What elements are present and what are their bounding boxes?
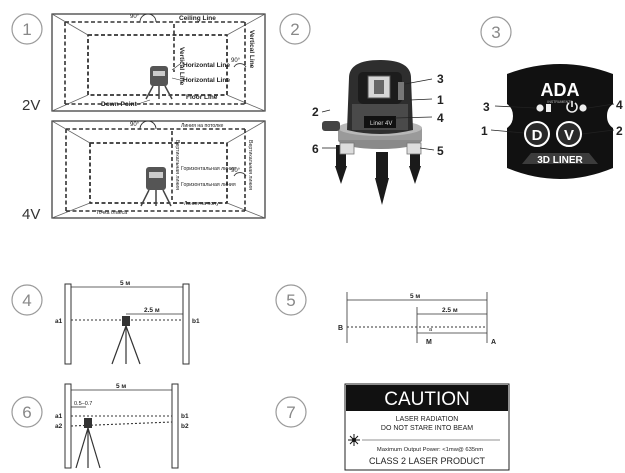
mark-b1: b1 xyxy=(181,413,189,420)
offset-label: a xyxy=(429,327,433,333)
point-a-label: A xyxy=(491,339,496,346)
near-wall-test-diagram: 5 м 0.5–0.7 a1 a2 b1 b2 xyxy=(55,383,189,469)
panel-1-marker: 1 xyxy=(11,13,43,45)
callout-3: 3 xyxy=(483,100,490,114)
ceiling-line-label: Ceiling Line xyxy=(179,15,216,22)
callout-4: 4 xyxy=(437,111,444,125)
vertical-line-label: Vertical Line xyxy=(178,47,185,86)
measurement-diagram: 5 м 2.5 м a B M A xyxy=(338,292,496,346)
half-distance-label: 2.5 м xyxy=(144,307,160,314)
panel-number: 2 xyxy=(290,20,299,39)
callout-2: 2 xyxy=(616,124,623,138)
mark-b2: b2 xyxy=(181,423,189,430)
point-m-label: M xyxy=(426,339,432,346)
floor-line-label: Линия на полу xyxy=(184,201,219,207)
callout-4: 4 xyxy=(616,98,623,112)
battery-indicator xyxy=(546,104,551,112)
horizontal-line-label: Horizontal Line xyxy=(183,62,230,69)
distance-label: 5 м xyxy=(120,280,130,287)
callout-2: 2 xyxy=(312,105,319,119)
laser-burst-icon xyxy=(348,434,360,446)
panel-number: 6 xyxy=(22,403,31,422)
panel-number: 5 xyxy=(286,291,295,310)
angle-label: 90° xyxy=(130,122,140,128)
caution-label: CAUTION LASER RADIATION DO NOT STARE INT… xyxy=(344,383,510,471)
offset-range-label: 0.5–0.7 xyxy=(74,401,92,407)
vertical-line-label: Vertical Line xyxy=(248,30,255,69)
device-model-label: Liner 4V xyxy=(370,121,392,127)
d-button[interactable]: D xyxy=(524,121,550,147)
laser-level-sketch xyxy=(145,66,173,100)
caution-line-2: DO NOT STARE INTO BEAM xyxy=(381,425,473,432)
down-point-label: Down Point xyxy=(101,101,138,108)
floor-line-label: Floor Line xyxy=(186,94,218,101)
mark-a1: a1 xyxy=(55,413,63,420)
panel-7-marker: 7 xyxy=(275,396,307,428)
mode-label-2v: 2V xyxy=(22,97,40,114)
horizontal-line-label: Горизонтальная линия xyxy=(181,182,236,188)
keypad-model-label: 3D LINER xyxy=(537,155,583,166)
distance-label: 5 м xyxy=(116,383,126,390)
brand-subtitle: INSTRUMENTS xyxy=(547,100,573,104)
laser-level-device: Liner 4V xyxy=(322,60,422,205)
panel-5-marker: 5 xyxy=(275,284,307,316)
brand-logo: ADA xyxy=(541,80,580,100)
mark-b1: b1 xyxy=(192,318,200,325)
callout-6: 6 xyxy=(312,142,319,156)
power-icon xyxy=(566,102,578,113)
keypad-callouts: 3 4 1 2 xyxy=(481,98,623,138)
angle-label: 90° xyxy=(231,168,241,174)
room-diagram-4v: 90° 90° Линия на потолке Вертикальная ли… xyxy=(51,120,266,219)
callout-1: 1 xyxy=(437,93,444,107)
ceiling-line-label: Линия на потолке xyxy=(181,123,224,129)
panel-4-marker: 4 xyxy=(11,284,43,316)
point-b-label: B xyxy=(338,325,343,332)
vertical-line-label: Вертикальная линия xyxy=(247,140,253,190)
laser-level-sketch xyxy=(140,167,172,207)
distance-label: 5 м xyxy=(410,293,420,300)
callout-5: 5 xyxy=(437,144,444,158)
half-distance-label: 2.5 м xyxy=(442,307,458,314)
vertical-line-label: Вертикальная линия xyxy=(174,140,180,190)
led-indicator-d xyxy=(536,104,544,112)
angle-label: 90° xyxy=(231,58,241,64)
v-button[interactable]: V xyxy=(556,121,582,147)
caution-output-power: Maximum Output Power: <1mw@ 635nm xyxy=(377,447,483,453)
callout-1: 1 xyxy=(481,124,488,138)
panel-number: 3 xyxy=(491,23,500,42)
panel-number: 4 xyxy=(22,291,31,310)
room-diagram-2v: 90° 90° Ceiling Line Vertical Line Verti… xyxy=(51,13,266,112)
horizontal-line-label: Горизонтальная линия xyxy=(181,166,236,172)
d-button-label: D xyxy=(532,127,543,144)
panel-number: 7 xyxy=(286,403,295,422)
device-callouts: 3 1 4 2 6 5 xyxy=(312,72,444,158)
two-wall-test-diagram: 5 м 2.5 м a1 b1 xyxy=(55,280,200,365)
mode-label-4v: 4V xyxy=(22,206,40,223)
caution-title: CAUTION xyxy=(384,389,470,410)
led-indicator-v xyxy=(579,104,587,112)
mark-a2: a2 xyxy=(55,423,63,430)
panel-3-marker: 3 xyxy=(480,16,512,48)
horizontal-line-label: Horizontal Line xyxy=(183,77,230,84)
panel-2-marker: 2 xyxy=(279,13,311,45)
panel-number: 1 xyxy=(22,20,31,39)
panel-6-marker: 6 xyxy=(11,396,43,428)
angle-label: 90° xyxy=(130,14,140,20)
control-keypad: ADA INSTRUMENTS D V 3D LINER xyxy=(507,64,613,179)
mark-a1: a1 xyxy=(55,318,63,325)
callout-3: 3 xyxy=(437,72,444,86)
caution-class: CLASS 2 LASER PRODUCT xyxy=(369,456,486,466)
v-button-label: V xyxy=(564,127,574,144)
caution-line-1: LASER RADIATION xyxy=(396,416,459,423)
down-point-label: Точка отвеса xyxy=(96,210,127,216)
